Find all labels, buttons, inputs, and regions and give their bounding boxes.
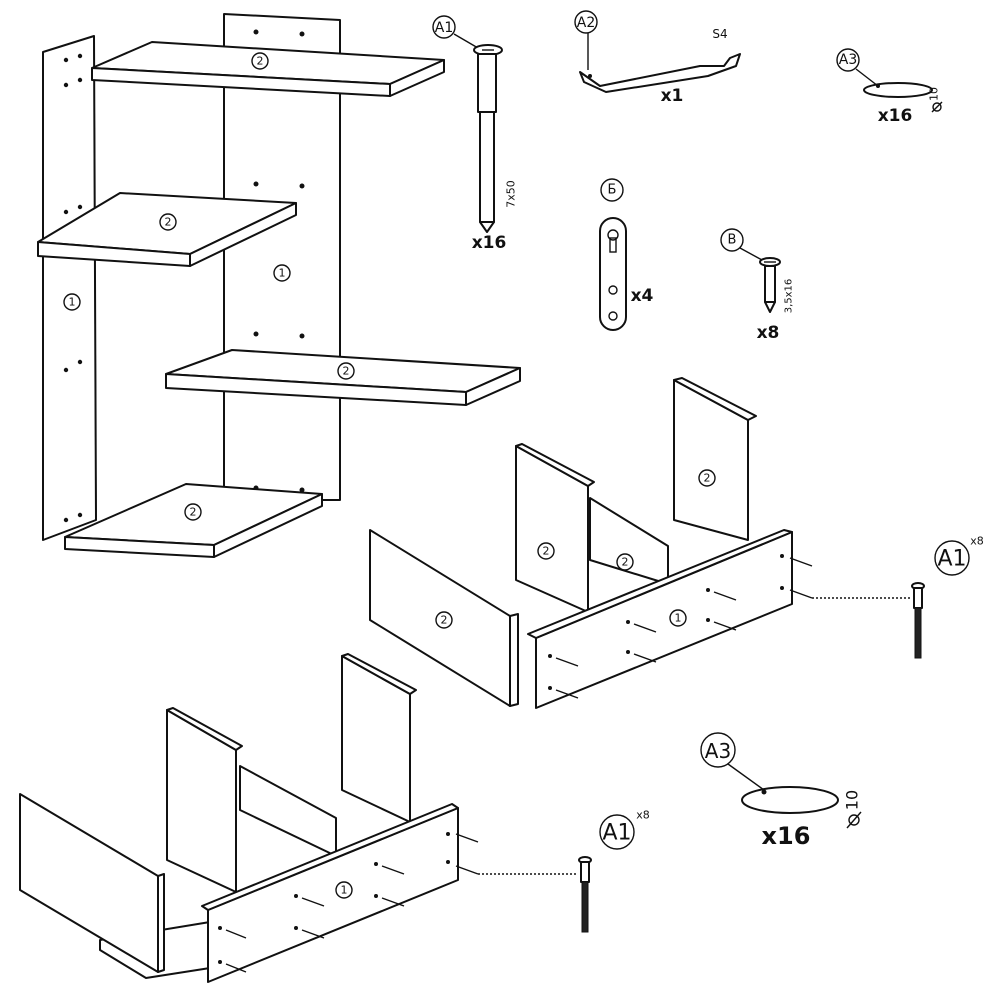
part-number-badge: 1 <box>63 293 81 311</box>
svg-text:x4: x4 <box>631 286 654 306</box>
part-number-badge: 2 <box>184 503 202 521</box>
svg-text:x16: x16 <box>878 106 913 126</box>
svg-text:x8: x8 <box>636 809 650 822</box>
part-number-badge: 1 <box>335 881 353 899</box>
left-upright-holes <box>63 53 83 523</box>
svg-text:1: 1 <box>69 296 76 309</box>
svg-text:S4: S4 <box>712 27 727 41</box>
svg-text:2: 2 <box>190 506 197 519</box>
part-number-badge: 1 <box>273 264 291 282</box>
svg-text:A2: A2 <box>577 15 595 31</box>
svg-text:2: 2 <box>257 55 264 68</box>
svg-text:2: 2 <box>543 545 550 558</box>
step2-screws <box>225 833 479 973</box>
svg-text:x16: x16 <box>762 822 811 850</box>
assembly-step-2: 1 A1 x8 A3 10 x16 <box>19 653 862 983</box>
screw-thread <box>479 111 495 223</box>
svg-text:x16: x16 <box>472 233 507 253</box>
part-number-badge: 2 <box>435 611 453 629</box>
part-number-badge: 2 <box>616 553 634 571</box>
part-number-badge: 2 <box>251 52 269 70</box>
step1-shelf-back <box>673 379 749 541</box>
svg-text:10: 10 <box>928 87 941 101</box>
svg-text:2: 2 <box>343 365 350 378</box>
svg-text:2: 2 <box>165 216 172 229</box>
step1-shelf-middle-right <box>589 497 669 585</box>
svg-text:x8: x8 <box>757 323 780 343</box>
svg-text:В: В <box>728 233 737 248</box>
svg-text:2: 2 <box>441 614 448 627</box>
part-number-badge: 2 <box>698 469 716 487</box>
svg-text:3,5x16: 3,5x16 <box>784 279 795 314</box>
step2-shelf-left <box>19 793 159 973</box>
hardware-a3: A3 10 x16 <box>836 48 943 126</box>
part-number-badge: 2 <box>537 542 555 560</box>
svg-text:A3: A3 <box>839 52 857 68</box>
hardware-a2: A2 S4 x1 <box>574 10 741 106</box>
step1-shelf-middle-left <box>515 445 589 613</box>
back-upright-holes <box>253 29 305 493</box>
svg-text:1: 1 <box>675 612 682 625</box>
svg-text:A3: A3 <box>705 739 731 763</box>
part-number-badge: 2 <box>337 362 355 380</box>
svg-text:2: 2 <box>622 556 629 569</box>
part-number-badge: 2 <box>159 213 177 231</box>
svg-text:x1: x1 <box>661 86 684 106</box>
svg-text:1: 1 <box>279 267 286 280</box>
part-number-badge: 1 <box>669 609 687 627</box>
step2-shelf-middle <box>239 765 337 857</box>
svg-text:A1: A1 <box>937 547 966 572</box>
hardware-b: Б x4 <box>599 178 654 331</box>
svg-text:A1: A1 <box>602 821 631 846</box>
svg-text:2: 2 <box>704 472 711 485</box>
assembled-shelf-unit: 2 2 2 2 1 1 <box>37 13 521 558</box>
svg-text:7x50: 7x50 <box>505 180 518 208</box>
assembly-step-1: 2 2 2 2 1 A1 x8 <box>369 377 984 709</box>
hardware-v: В 3,5x16 x8 <box>720 228 795 343</box>
svg-text:10: 10 <box>843 790 862 810</box>
left-upright-panel <box>42 35 97 541</box>
step1-screws <box>555 557 813 699</box>
svg-text:x8: x8 <box>970 535 984 548</box>
svg-text:1: 1 <box>341 884 348 897</box>
svg-text:Б: Б <box>608 183 617 198</box>
svg-text:A1: A1 <box>435 20 453 36</box>
hardware-a1: A1 7x50 x16 <box>432 15 518 253</box>
